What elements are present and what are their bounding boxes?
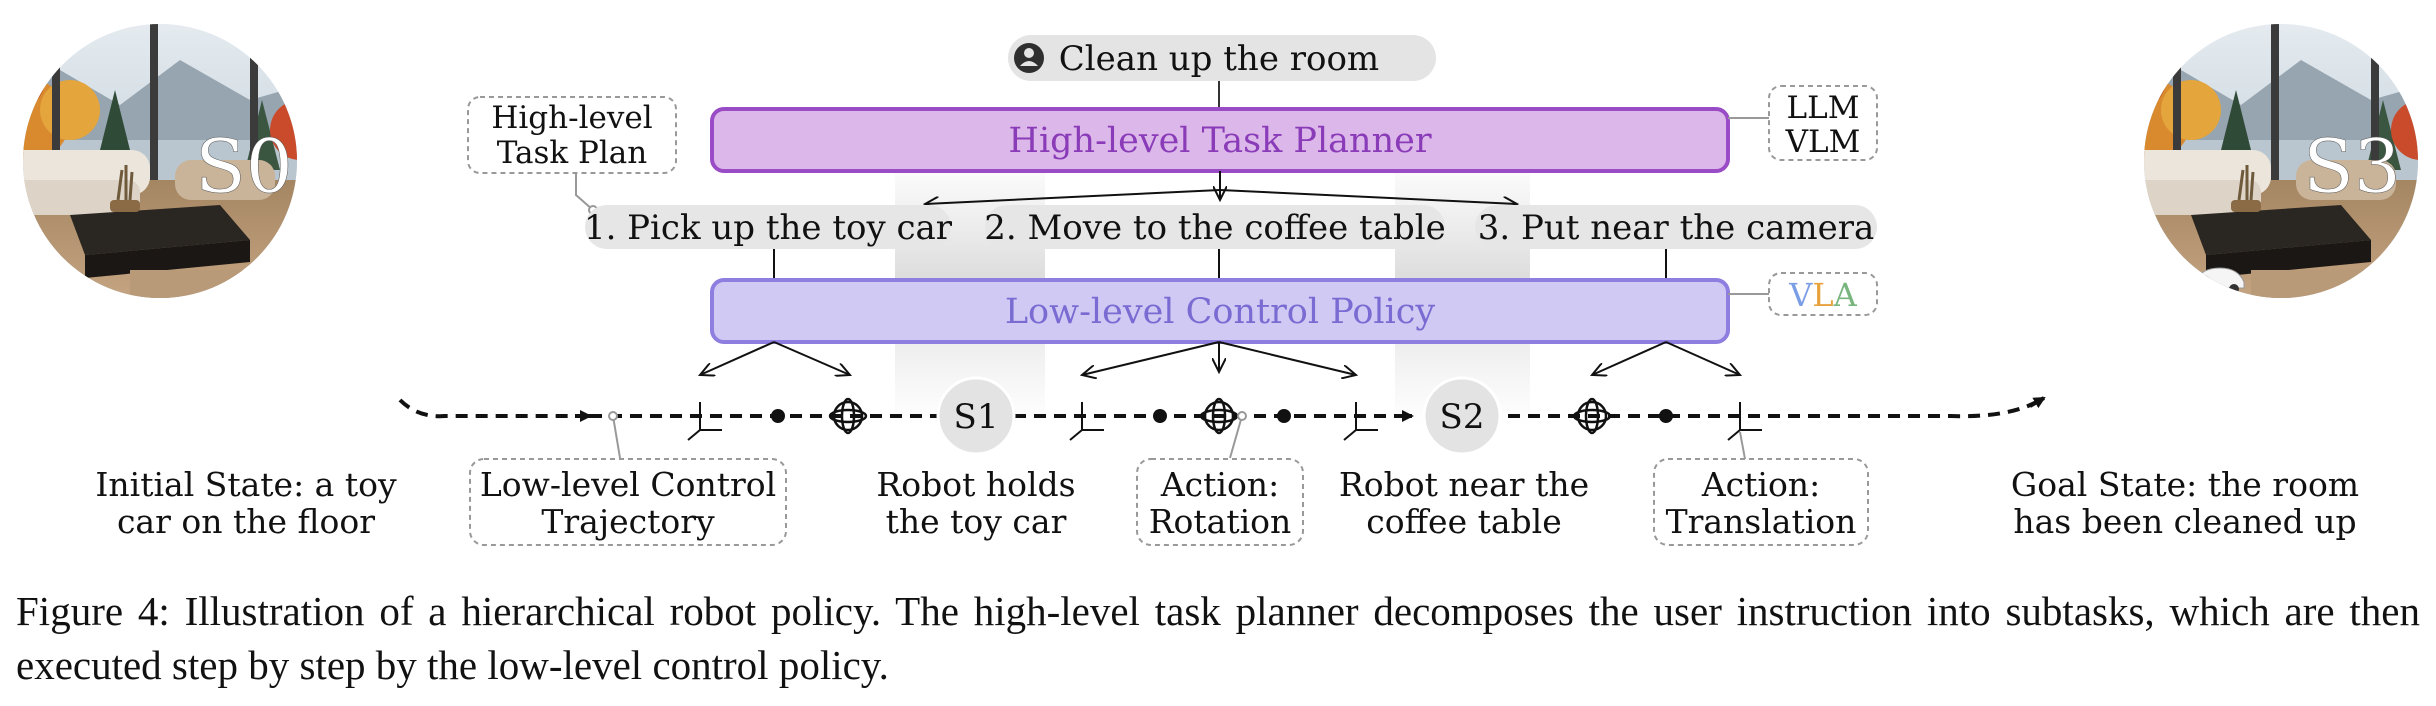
- llm-vlm-tag: [1768, 85, 1878, 161]
- low-level-trajectory-line2: Trajectory: [541, 502, 715, 541]
- robot-holds-line2: the toy car: [886, 502, 1067, 541]
- subtask-2-text: 2. Move to the coffee table: [984, 208, 1446, 248]
- high-level-task-plan-line1: High-level: [491, 100, 652, 136]
- state-node-s2: [1422, 376, 1502, 456]
- llm-label: LLM: [1787, 90, 1860, 126]
- low-level-trajectory-line1: Low-level Control: [480, 465, 776, 504]
- action-translation-line1: Action:: [1701, 465, 1820, 504]
- trajectory-waypoints: [771, 409, 1673, 423]
- user-instruction: Clean up the room: [1008, 35, 1436, 81]
- vla-tag: [1768, 272, 1878, 316]
- initial-state-line1: Initial State: a toy: [95, 465, 397, 504]
- high-level-task-planner-label: High-level Task Planner: [1008, 121, 1431, 161]
- subtask-3-text: 3. Put near the camera: [1478, 208, 1875, 248]
- high-level-task-plan-tag: [467, 96, 677, 174]
- action-translation-tag: [1653, 458, 1869, 546]
- person-icon: [1014, 43, 1044, 73]
- toy-car-icon: [215, 378, 274, 409]
- state-node-s1: [936, 376, 1016, 456]
- subtask-pill-1: [585, 205, 951, 249]
- figure-caption: Figure 4: Illustration of a hierarchical…: [16, 588, 2420, 688]
- vlm-label: VLM: [1785, 124, 1861, 160]
- goal-state-line1: Goal State: the room: [2011, 465, 2359, 504]
- state-label-s0: S0: [195, 124, 293, 210]
- vla-letter-a: A: [1833, 276, 1858, 314]
- initial-state-line2: car on the floor: [117, 502, 375, 541]
- high-level-task-plan-line2: Task Plan: [497, 135, 648, 171]
- user-instruction-text: Clean up the room: [1059, 39, 1379, 79]
- rotation-gimbal-icon: [828, 397, 1612, 435]
- subtask-pill-3: [1475, 205, 1877, 249]
- goal-state-line2: has been cleaned up: [2013, 502, 2356, 541]
- coordinate-axes-icon: [687, 402, 1762, 441]
- action-rotation-line1: Action:: [1160, 465, 1279, 504]
- robot-holds-line1: Robot holds: [876, 465, 1075, 504]
- vla-text: VLA: [1788, 276, 1857, 314]
- state-label-s2: S2: [1440, 397, 1485, 437]
- vla-letter-l: L: [1812, 276, 1833, 314]
- robot-near-line1: Robot near the: [1339, 465, 1589, 504]
- low-level-control-policy-label: Low-level Control Policy: [1005, 292, 1436, 332]
- trajectory-segment-0: [398, 398, 575, 419]
- state-label-s1: S1: [954, 397, 999, 437]
- subtask-pill-2: [985, 205, 1445, 249]
- initial-state-image: S0: [12, 13, 308, 409]
- goal-state-image: S3: [2133, 13, 2429, 309]
- robot-near-line2: coffee table: [1366, 502, 1562, 541]
- low-level-trajectory-tag: [469, 458, 787, 546]
- subtask-1-text: 1. Pick up the toy car: [584, 208, 953, 248]
- trajectory-segment-3: [1488, 398, 2042, 419]
- action-translation-line2: Translation: [1666, 502, 1857, 541]
- action-rotation-line2: Rotation: [1149, 502, 1292, 541]
- vla-letter-v: V: [1788, 276, 1813, 314]
- state-label-s3: S3: [2303, 124, 2401, 210]
- action-rotation-tag: [1136, 458, 1304, 546]
